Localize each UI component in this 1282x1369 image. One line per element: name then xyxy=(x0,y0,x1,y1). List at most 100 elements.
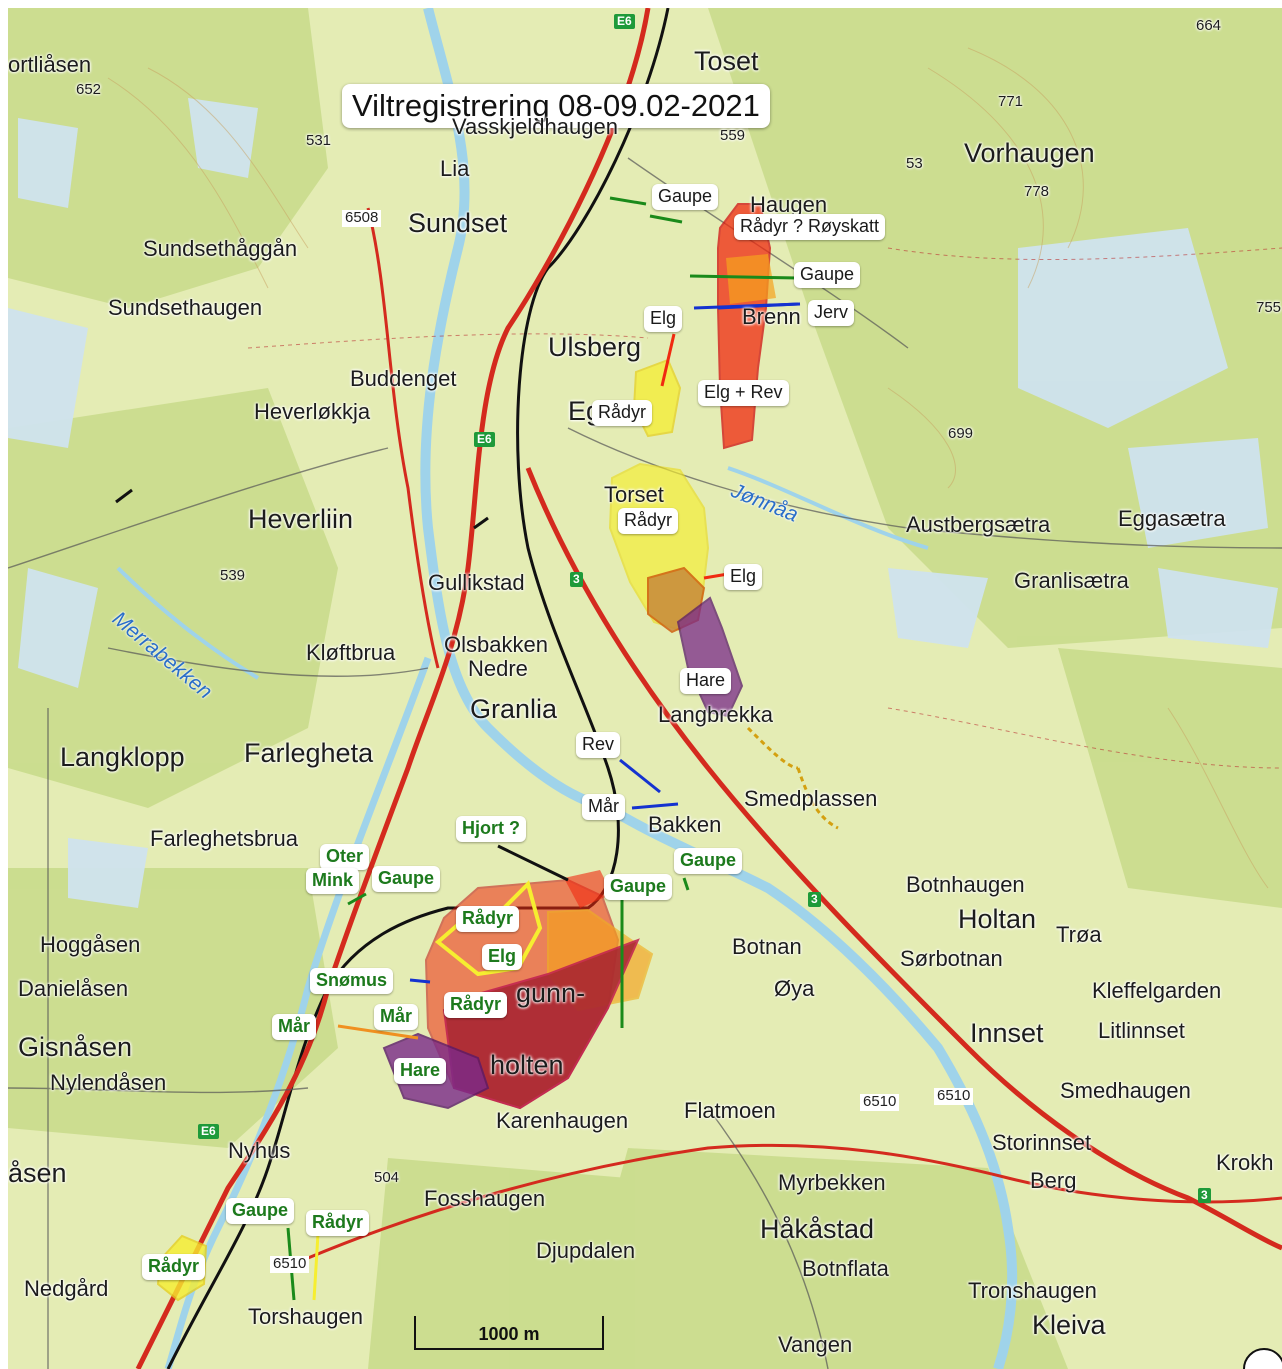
place-label-troa: Trøa xyxy=(1056,922,1102,947)
observation-label-radyr-2: Rådyr xyxy=(618,508,679,534)
place-label-fosshaugen: Fosshaugen xyxy=(424,1186,546,1211)
place-label-h559: 559 xyxy=(720,127,746,144)
road-shield-r3-c: 3 xyxy=(1198,1188,1211,1204)
observation-label-mar-1: Mår xyxy=(582,794,625,820)
place-label-gisnasen: Gisnåsen xyxy=(18,1032,133,1062)
place-label-olsbakken: Olsbakken xyxy=(444,632,548,657)
place-label-flatmoen: Flatmoen xyxy=(684,1098,776,1123)
observation-label-hare-1: Hare xyxy=(680,668,732,694)
place-label-heverliin: Heverliin xyxy=(248,504,354,534)
place-label-myrbekken: Myrbekken xyxy=(778,1170,886,1195)
contour-lines xyxy=(107,47,1269,889)
road-e6 xyxy=(135,8,651,1369)
place-label-granlia: Granlia xyxy=(470,694,558,724)
place-label-h539: 539 xyxy=(220,567,246,584)
place-label-h664: 664 xyxy=(1196,17,1222,34)
place-label-brenn: Brenn xyxy=(742,304,801,329)
place-label-sundsethaugen: Sundsethaugen xyxy=(108,295,263,320)
observation-label-mar-2: Mår xyxy=(374,1004,419,1030)
place-label-karenhaugen: Karenhaugen xyxy=(496,1108,629,1133)
place-label-h504: 504 xyxy=(374,1169,400,1186)
road-number-r6508: 6508 xyxy=(342,209,382,227)
observation-label-radyr-4: Rådyr xyxy=(444,992,508,1018)
road-number-r6510-b: 6510 xyxy=(860,1093,900,1111)
place-label-berg: Berg xyxy=(1030,1168,1077,1193)
observation-label-radyr-royskatt: Rådyr ? Røyskatt xyxy=(734,214,886,240)
road-shield-r3-b: 3 xyxy=(808,892,821,908)
observation-label-gaupe-1: Gaupe xyxy=(652,184,719,210)
observation-label-elg-1: Elg xyxy=(644,306,683,332)
area-red-small xyxy=(564,870,612,908)
road-shield-r3-a: 3 xyxy=(570,572,583,588)
place-label-djupdalen: Djupdalen xyxy=(536,1238,636,1263)
place-label-h699: 699 xyxy=(948,425,974,442)
place-label-buddenget: Buddenget xyxy=(350,366,457,391)
place-label-vasskjel: Vasskjeldhaugen xyxy=(452,114,618,139)
place-label-toset: Toset xyxy=(694,46,759,76)
observation-label-radyr-6: Rådyr xyxy=(142,1254,206,1280)
road-6510 xyxy=(307,1143,1282,1260)
place-label-h531: 531 xyxy=(306,132,332,149)
place-label-botnhaugen: Botnhaugen xyxy=(906,872,1025,897)
observation-label-gaupe-6: Gaupe xyxy=(226,1198,295,1224)
place-label-h771: 771 xyxy=(998,93,1024,110)
place-label-lia: Lia xyxy=(440,156,470,181)
observation-label-gaupe-3: Gaupe xyxy=(674,848,743,874)
place-label-kleffelgarden: Kleffelgarden xyxy=(1092,978,1222,1003)
area-orange-north xyxy=(726,254,776,304)
stream-jonnaa xyxy=(727,466,929,550)
place-label-vangen: Vangen xyxy=(778,1332,853,1357)
observation-label-radyr-5: Rådyr xyxy=(306,1210,370,1236)
place-label-botnflata: Botnflata xyxy=(802,1256,889,1281)
place-label-nyhus: Nyhus xyxy=(228,1138,291,1163)
observation-label-rev: Rev xyxy=(576,732,621,758)
road-shield-e6-top: E6 xyxy=(614,14,635,30)
place-label-haugen: Haugen xyxy=(750,192,828,217)
place-label-farleghetsbrua: Farleghetsbrua xyxy=(150,826,298,851)
place-label-hakastad: Håkåstad xyxy=(760,1214,875,1244)
place-label-krokh: Krokh xyxy=(1216,1150,1274,1175)
place-label-heverlokkja: Heverløkkja xyxy=(254,399,371,424)
map-view[interactable]: Viltregistrering 08-09.02-2021 ortliåsen… xyxy=(8,8,1282,1369)
observation-label-gaupe-2: Gaupe xyxy=(794,262,861,288)
place-label-granlisaetra: Granlisætra xyxy=(1014,568,1129,593)
place-label-h755: 755 xyxy=(1256,299,1282,316)
road-6508 xyxy=(366,207,440,669)
place-label-smedplassen: Smedplassen xyxy=(744,786,878,811)
map-base-layer xyxy=(8,8,1282,1369)
place-label-farlegheta: Farlegheta xyxy=(244,738,374,768)
scale-label: 1000 m xyxy=(478,1324,540,1344)
observation-label-snomus: Snømus xyxy=(310,968,394,994)
power-lines xyxy=(247,247,1282,769)
place-label-asen: åsen xyxy=(8,1158,67,1188)
observation-label-mar-3: Mår xyxy=(272,1014,317,1040)
bog-areas xyxy=(8,98,1278,908)
place-label-tronshaugen: Tronshaugen xyxy=(968,1278,1097,1303)
place-label-sorbotnan: Sørbotnan xyxy=(900,946,1003,971)
place-label-sundset: Sundset xyxy=(408,208,508,238)
stream-merrabekken xyxy=(116,566,260,680)
place-label-sundsethaggan: Sundsethåggån xyxy=(143,236,298,261)
map-title: Viltregistrering 08-09.02-2021 xyxy=(342,84,770,128)
observation-label-oter: Oter xyxy=(320,844,370,870)
place-label-storinnset: Storinnset xyxy=(992,1130,1092,1155)
scale-bar: 1000 m xyxy=(414,1316,604,1350)
road-number-r6510-c: 6510 xyxy=(270,1255,310,1273)
place-label-smedhaugen: Smedhaugen xyxy=(1060,1078,1191,1103)
place-label-langbrekka: Langbrekka xyxy=(658,702,773,727)
track-lines xyxy=(115,196,839,1301)
observation-label-elg-3: Elg xyxy=(482,944,523,970)
observation-label-elg-2: Elg xyxy=(724,564,763,590)
place-label-austbergsaetra: Austbergsætra xyxy=(906,512,1051,537)
observation-label-mink: Mink xyxy=(306,868,360,894)
place-label-nedre: Nedre xyxy=(468,656,528,681)
place-label-litlinnset: Litlinnset xyxy=(1098,1018,1185,1043)
road-shield-e6-mid: E6 xyxy=(474,432,495,448)
place-label-oya: Øya xyxy=(774,976,815,1001)
place-label-torset: Torset xyxy=(604,482,664,507)
place-label-kloftbrua: Kløftbrua xyxy=(306,640,396,665)
place-label-innset: Innset xyxy=(970,1018,1044,1048)
place-label-langklopp: Langklopp xyxy=(60,742,185,772)
place-label-ulsberg: Ulsberg xyxy=(548,332,642,362)
place-label-gullikstad: Gullikstad xyxy=(428,570,525,595)
